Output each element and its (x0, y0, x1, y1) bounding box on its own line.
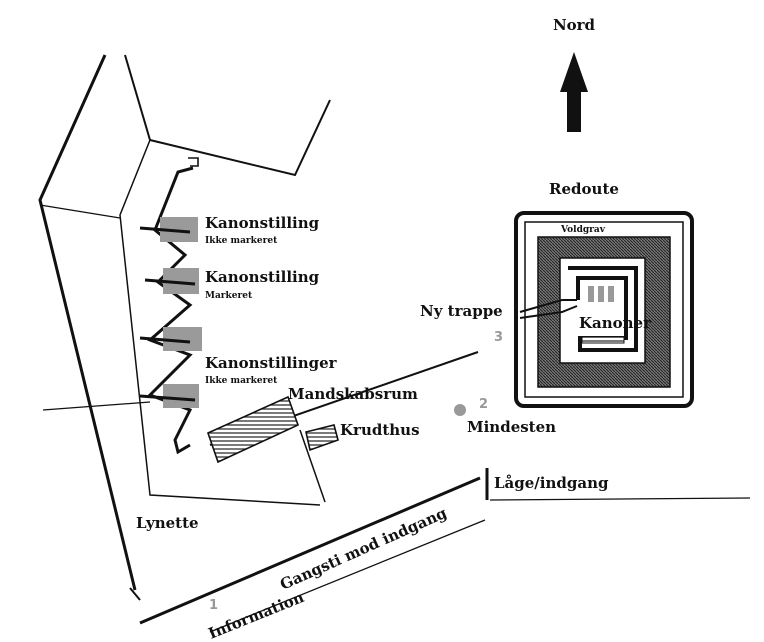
gun-position-note-2: Markeret (205, 291, 253, 301)
crew-room-label: Mandskabsrum (288, 385, 418, 403)
info-label: Information (206, 588, 307, 642)
walkway-label: Gangsti mod indgang (277, 504, 450, 594)
gun-position-note-1: Ikke markeret (205, 236, 278, 246)
powder-house-label: Krudthus (340, 421, 420, 439)
north-label: Nord (553, 16, 596, 34)
crew-room-building (207, 395, 299, 464)
marker-3: 3 (494, 330, 503, 345)
gun-position-title-2: Kanonstilling (205, 268, 320, 286)
marker-1: 1 (209, 598, 218, 613)
zigzag-step-icon (188, 157, 199, 167)
gun-position-markers (139, 217, 202, 408)
redoute-title: Redoute (549, 180, 619, 198)
memorial-label: Mindesten (467, 418, 556, 436)
powder-house-building (305, 424, 339, 452)
cannons-label: Kanoner (579, 314, 652, 332)
lynette-outline (38, 54, 479, 591)
zigzag-parapet (147, 166, 194, 455)
moat-label: Voldgrav (560, 225, 606, 235)
gun-position-title-1: Kanonstilling (205, 214, 320, 232)
north-arrow-icon (560, 52, 588, 132)
redoute-fort (514, 211, 694, 408)
gun-position-marker (163, 384, 199, 408)
memorial-stone-marker (454, 404, 466, 416)
stairs-label: Ny trappe (420, 302, 503, 320)
lynette-title: Lynette (136, 514, 199, 532)
gun-position-title-3: Kanonstillinger (205, 354, 338, 372)
gate-label: Låge/indgang (494, 474, 609, 492)
gun-position-note-3: Ikke markeret (205, 376, 278, 386)
paths (129, 468, 751, 633)
marker-2: 2 (479, 397, 488, 412)
